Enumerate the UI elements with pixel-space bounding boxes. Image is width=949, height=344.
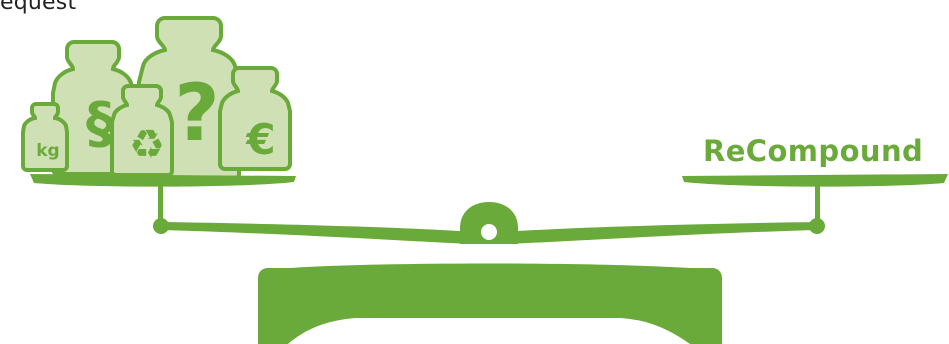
weights-group: ? § € ♻ kg (23, 18, 290, 180)
left-pan-stem (158, 184, 163, 224)
question-mark: ? (174, 69, 219, 159)
euro-sign: € (245, 115, 275, 164)
right-pan-stem (815, 184, 820, 224)
recompound-label: ReCompound (703, 134, 923, 168)
scale-base (258, 264, 722, 344)
kg-label: kg (36, 141, 59, 161)
recycle-icon: ♻ (129, 122, 165, 168)
center-bolt (481, 224, 497, 240)
paragraph-sign: § (86, 91, 114, 156)
